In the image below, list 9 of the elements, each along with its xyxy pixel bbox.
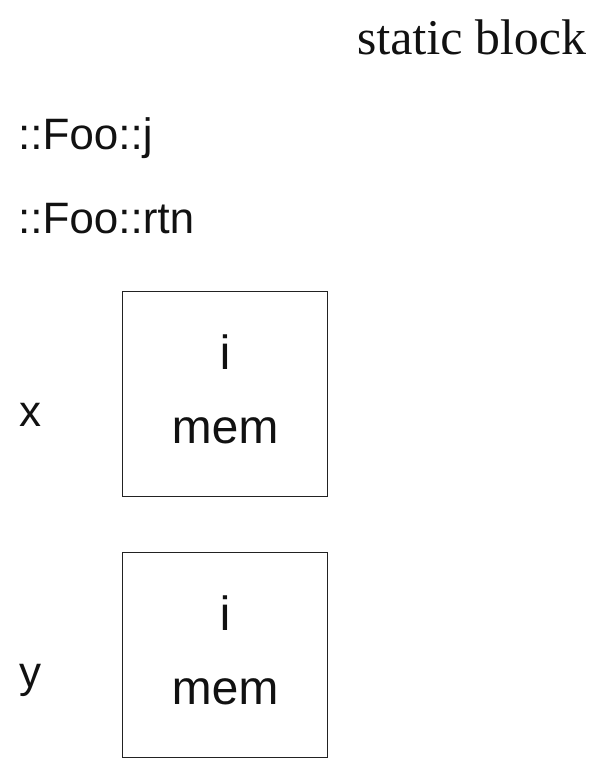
variable-label: ::Foo::j <box>18 113 152 157</box>
object-name: y <box>19 651 41 695</box>
field-name: i <box>218 591 232 639</box>
variable-label: ::Foo::rtn <box>18 197 194 241</box>
object-name: x <box>19 390 41 434</box>
member-name: mem <box>170 404 280 452</box>
field-name: i <box>218 330 232 378</box>
title: static block <box>356 12 586 62</box>
member-name: mem <box>170 665 280 713</box>
